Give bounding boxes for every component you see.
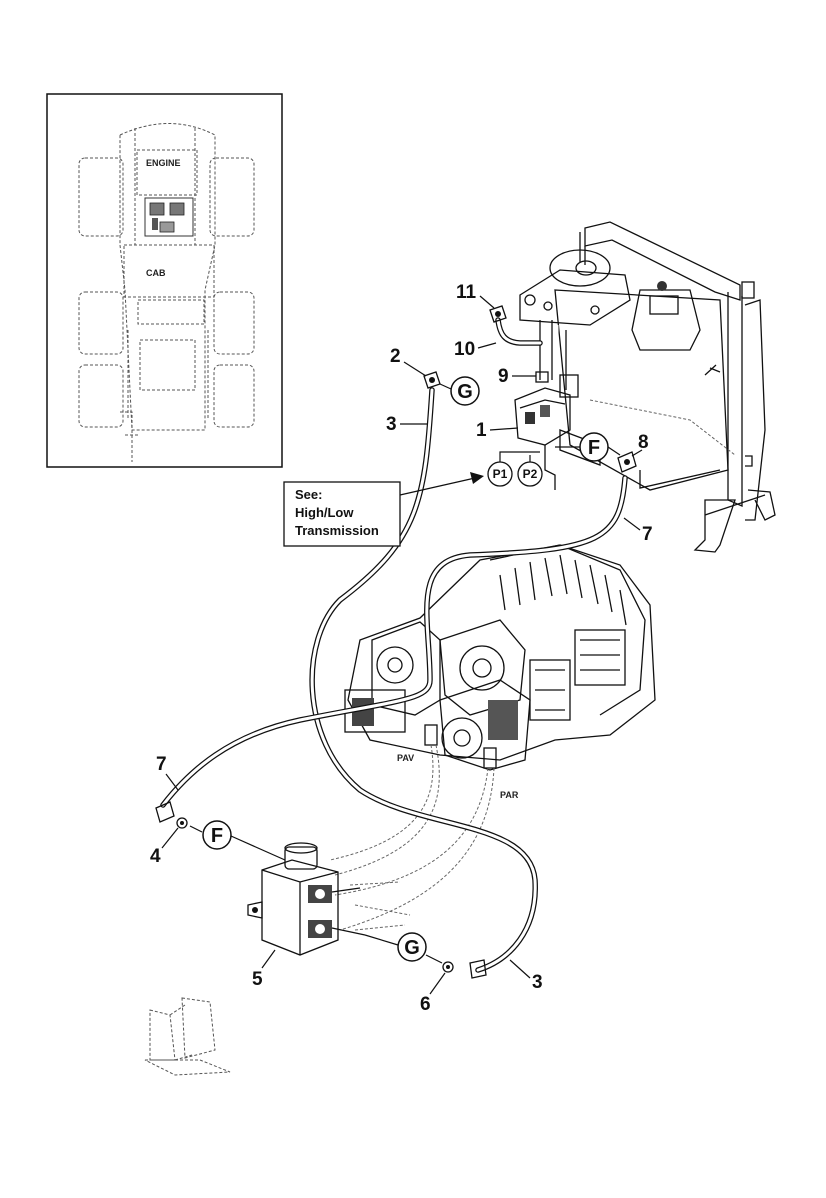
marker-f-top-label: F (588, 437, 600, 459)
callout-7-left: 7 (156, 754, 167, 775)
marker-g-top-label: G (457, 381, 473, 403)
circled-markers: G F P1 P2 F G (189, 376, 621, 964)
callout-4: 4 (150, 846, 161, 867)
locator-engine-label: ENGINE (146, 158, 181, 168)
hydraulic-tank-assembly (519, 221, 776, 553)
marker-p2 (517, 461, 543, 487)
callouts: 1 2 3 3 4 5 6 7 7 8 9 10 11 (150, 282, 653, 1015)
hose-10 (495, 317, 543, 346)
port-label-pav: PAV (397, 753, 414, 763)
pump-hoses-dotted (329, 744, 495, 931)
marker-p1 (487, 461, 513, 487)
callout-11: 11 (456, 282, 477, 303)
callout-5: 5 (252, 969, 263, 990)
callout-8: 8 (638, 432, 649, 453)
locator-inset: ENGINE CAB (46, 93, 283, 468)
valve-block-lower (247, 842, 366, 956)
marker-f-bottom-label: F (211, 825, 223, 847)
callout-10: 10 (454, 339, 475, 360)
callout-3-bottom: 3 (532, 972, 543, 993)
marker-p2-label: P2 (523, 467, 538, 481)
mounting-bracket (144, 997, 231, 1076)
locator-cab-label: CAB (146, 268, 166, 278)
callout-3-top: 3 (386, 414, 397, 435)
callout-2: 2 (390, 346, 401, 367)
marker-g-bottom-label: G (404, 937, 420, 959)
marker-f-bottom (202, 820, 232, 850)
callout-1: 1 (476, 420, 487, 441)
note-line-3: Transmission (295, 523, 379, 538)
marker-p1-label: P1 (493, 467, 508, 481)
callout-6: 6 (420, 994, 431, 1015)
marker-f-top (579, 432, 609, 462)
callout-7-right: 7 (642, 524, 653, 545)
valve-block-upper (514, 320, 601, 490)
see-note: See: High/Low Transmission (283, 472, 484, 547)
marker-g-top (450, 376, 480, 406)
transmission-pump-assembly: PAV PAR (344, 544, 656, 800)
hose-7 (160, 475, 628, 808)
fittings (155, 305, 637, 979)
note-line-2: High/Low (295, 505, 354, 520)
marker-g-bottom (397, 932, 427, 962)
callout-9: 9 (498, 366, 509, 387)
note-line-1: See: (295, 487, 322, 502)
port-label-par: PAR (500, 790, 519, 800)
